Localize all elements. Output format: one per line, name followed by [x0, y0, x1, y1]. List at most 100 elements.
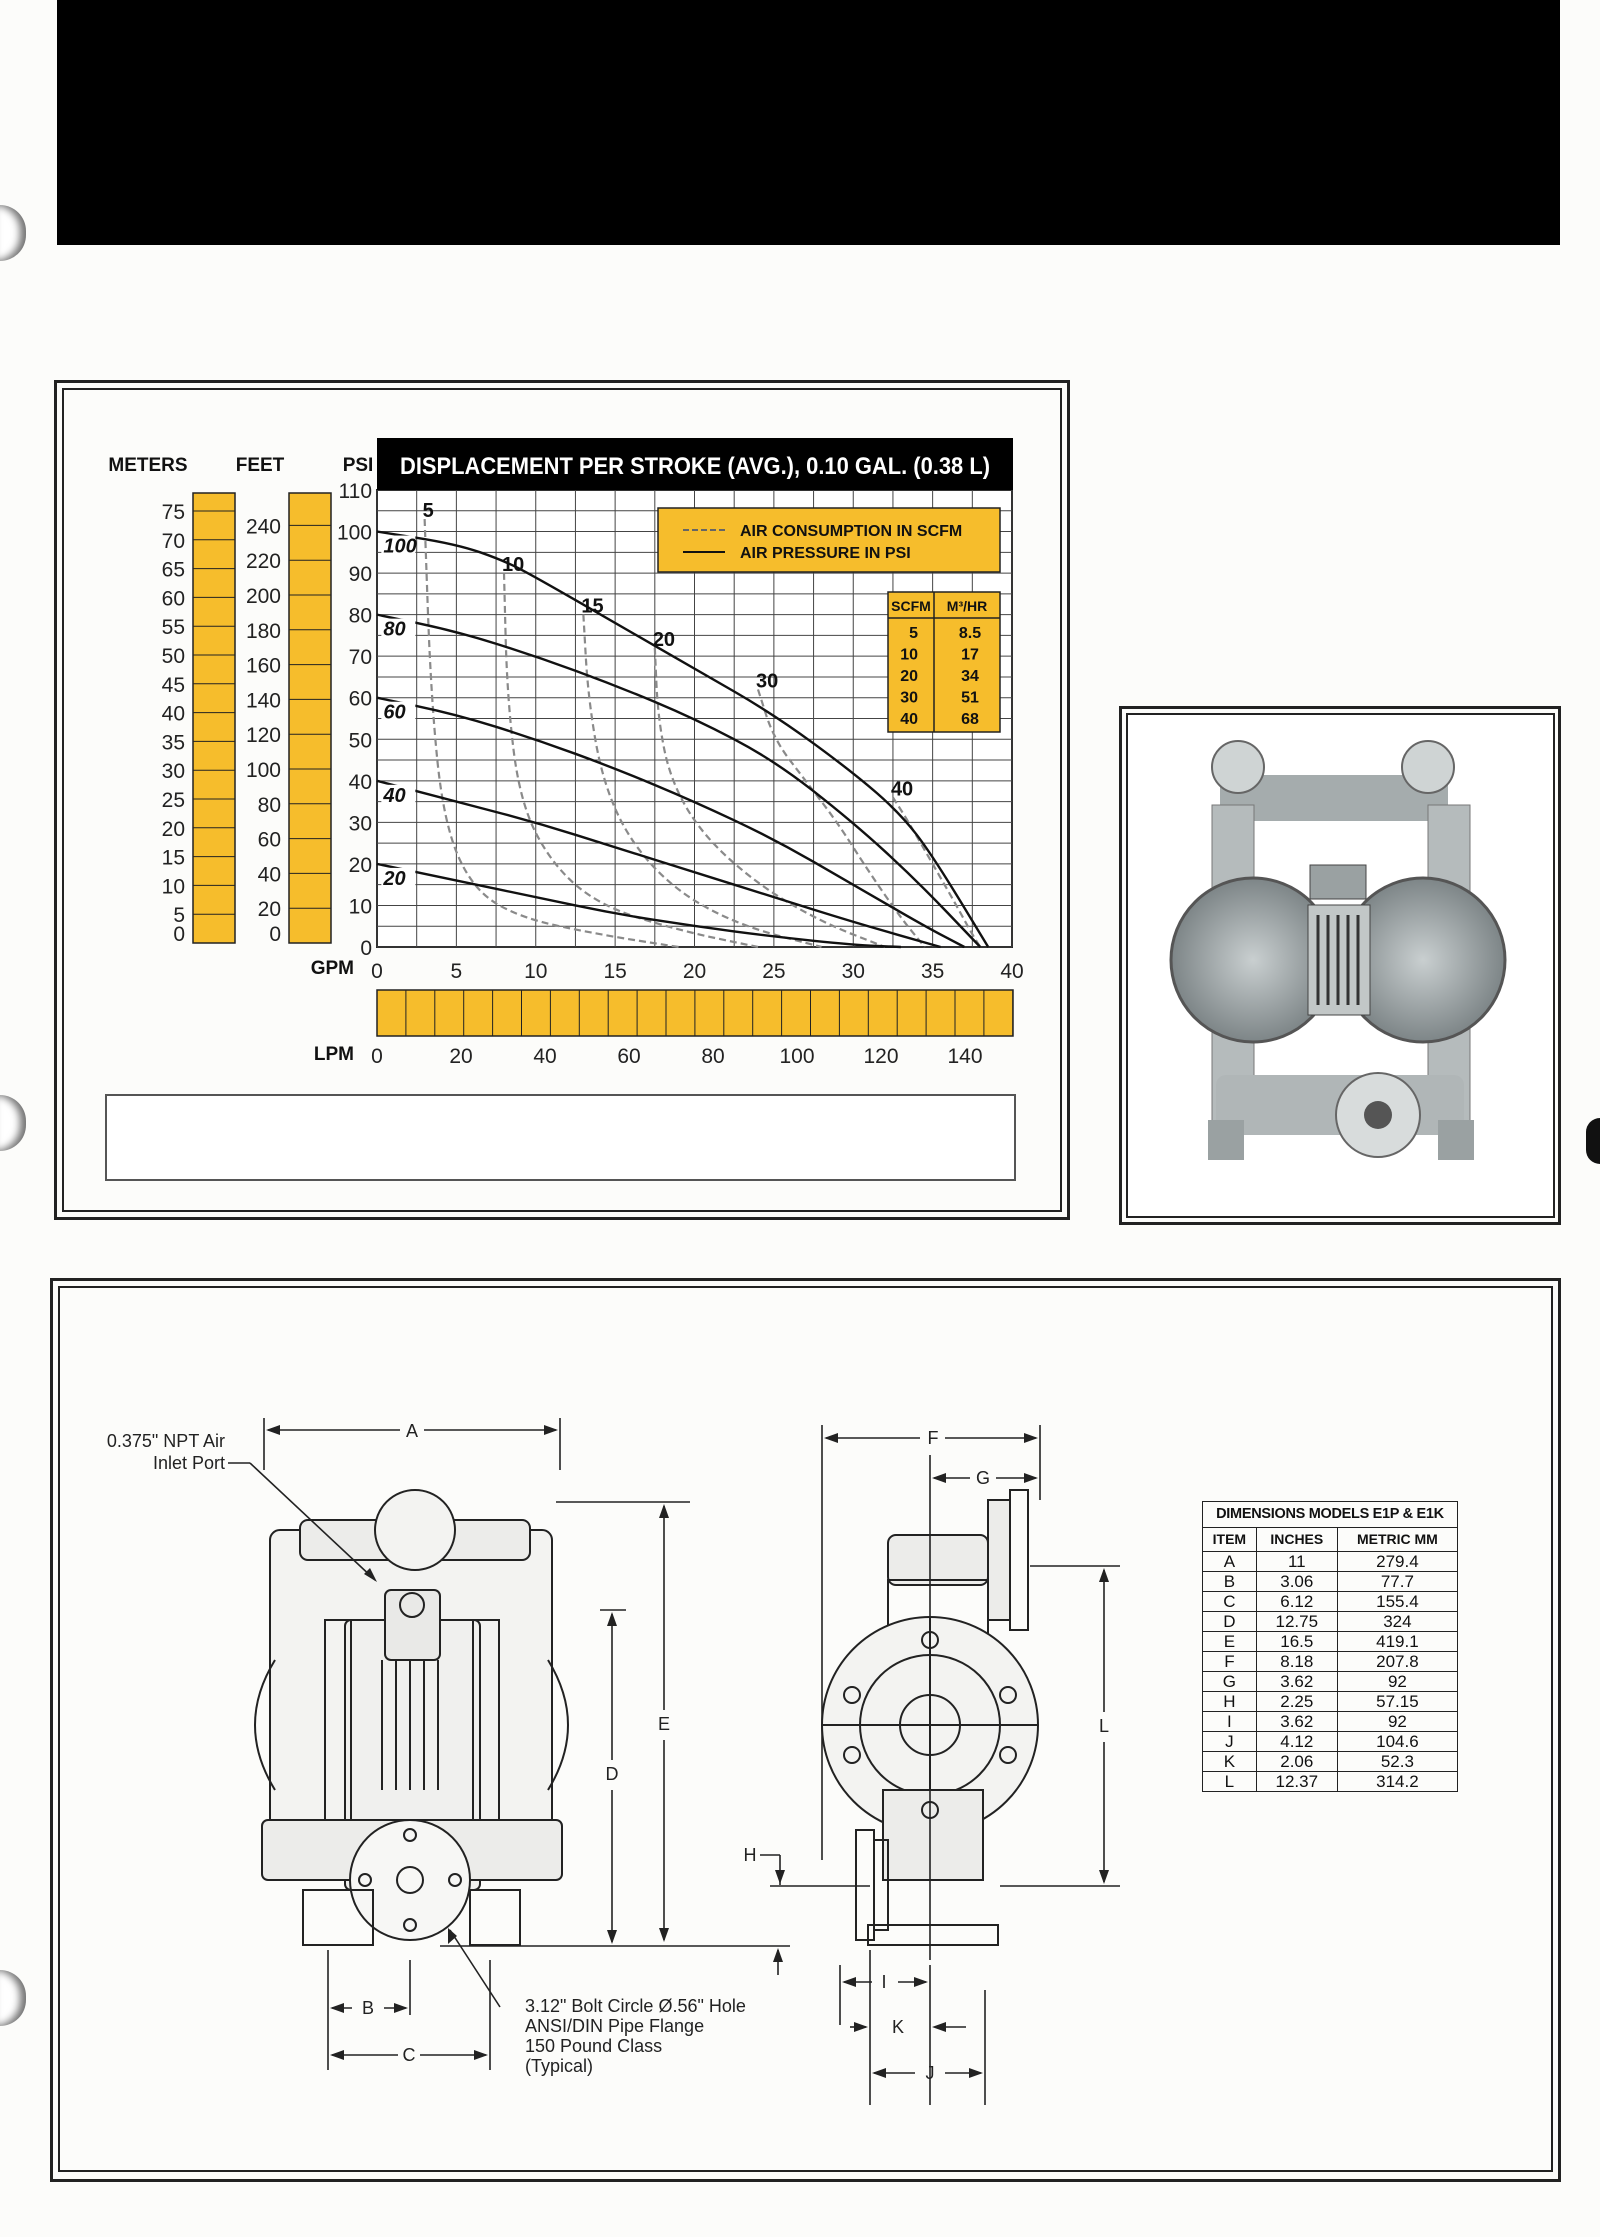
- dim-label-d: D: [606, 1764, 619, 1784]
- lpm-tick-label: 140: [947, 1045, 982, 1068]
- cell-metric: 155.4: [1336, 1591, 1459, 1612]
- flange-note-line1: 3.12" Bolt Circle Ø.56" Hole: [525, 1996, 746, 2016]
- pressure-curve-label: 20: [382, 868, 405, 890]
- meters-tick-label: 50: [162, 645, 185, 668]
- meters-tick-label: 0: [173, 923, 185, 946]
- dim-label-e: E: [658, 1714, 670, 1734]
- feet-tick-label: 40: [258, 863, 281, 886]
- meters-tick-label: 55: [162, 616, 185, 639]
- pressure-label-bg: [381, 867, 416, 890]
- dim-label-k: K: [892, 2017, 904, 2037]
- legend-solid-label: AIR PRESSURE IN PSI: [740, 545, 911, 562]
- cell-inches: 3.62: [1255, 1671, 1338, 1692]
- scfm-table-header: SCFM: [891, 598, 931, 614]
- cell-inches: 3.62: [1255, 1711, 1338, 1732]
- feet-tick-label: 220: [246, 550, 281, 573]
- meters-axis-label: METERS: [108, 455, 187, 476]
- dim-label-h: H: [744, 1845, 757, 1865]
- pressure-curve-label: 60: [383, 702, 405, 724]
- cell-metric: 77.7: [1336, 1571, 1459, 1592]
- dim-label-g: G: [976, 1468, 990, 1488]
- pressure-curve-label: 40: [382, 785, 405, 807]
- cell-metric: 92: [1336, 1671, 1459, 1692]
- pressure-label-bg: [381, 784, 416, 807]
- m3hr-table-cell: 68: [961, 711, 979, 728]
- psi-tick-label: 80: [349, 605, 372, 628]
- feet-tick-label: 0: [269, 923, 281, 946]
- psi-tick-label: 70: [349, 646, 372, 669]
- x-tick-label: 30: [842, 960, 865, 983]
- psi-tick-label: 0: [360, 937, 372, 960]
- air-consumption-curve: [582, 614, 822, 949]
- page-tab-marker: [1586, 1118, 1600, 1164]
- pressure-curve-label: 100: [383, 536, 416, 558]
- pump-photo-icon: [1169, 740, 1507, 1160]
- air-inlet-label-line1: 0.375" NPT Air: [107, 1431, 225, 1451]
- gpm-axis-label: GPM: [311, 958, 354, 979]
- chart-title-bar: [377, 438, 1013, 490]
- scfm-curve-label: 5: [423, 500, 434, 522]
- scfm-curve-label: 20: [653, 629, 675, 651]
- cell-inches: 16.5: [1255, 1631, 1338, 1652]
- pump-photo-frame: [1126, 713, 1555, 1218]
- scfm-curve-label: 15: [581, 596, 603, 618]
- meters-tick-label: 25: [162, 789, 185, 812]
- pressure-label-bg: [381, 618, 416, 641]
- cell-inches: 12.75: [1255, 1611, 1338, 1632]
- chart-panel-inner: [62, 388, 1062, 1212]
- x-tick-label: 35: [921, 960, 944, 983]
- cell-metric: 207.8: [1336, 1651, 1459, 1672]
- cell-item: K: [1202, 1751, 1257, 1772]
- lpm-tick-label: 120: [863, 1045, 898, 1068]
- psi-tick-label: 40: [349, 771, 372, 794]
- feet-tick-label: 200: [246, 585, 281, 608]
- scfm-table-cell: 40: [900, 711, 918, 728]
- flange-note-line4: (Typical): [525, 2056, 593, 2076]
- cell-item: D: [1202, 1611, 1257, 1632]
- cell-metric: 57.15: [1336, 1691, 1459, 1712]
- scfm-table-box: [887, 591, 1001, 733]
- cell-metric: 92: [1336, 1711, 1459, 1732]
- pressure-curve-label: 80: [383, 619, 405, 641]
- lpm-axis-label: LPM: [314, 1044, 354, 1065]
- air-pressure-curve: [376, 613, 982, 948]
- dim-label-l: L: [1099, 1716, 1109, 1736]
- cell-item: F: [1202, 1651, 1257, 1672]
- x-tick-label: 10: [524, 960, 547, 983]
- feet-tick-label: 180: [246, 620, 281, 643]
- cell-item: B: [1202, 1571, 1257, 1592]
- col-header-metric: METRIC MM: [1336, 1527, 1459, 1552]
- cell-metric: 419.1: [1336, 1631, 1459, 1652]
- lpm-tick-label: 40: [533, 1045, 556, 1068]
- cell-item: J: [1202, 1731, 1257, 1752]
- cell-metric: 324: [1336, 1611, 1459, 1632]
- cell-metric: 104.6: [1336, 1731, 1459, 1752]
- dimensions-table-title: DIMENSIONS MODELS E1P & E1K: [1202, 1501, 1458, 1528]
- psi-tick-label: 100: [337, 522, 372, 545]
- meters-tick-label: 40: [162, 703, 185, 726]
- dim-label-a: A: [406, 1421, 418, 1441]
- x-tick-label: 25: [762, 960, 785, 983]
- dim-label-i: I: [881, 1972, 886, 1992]
- air-consumption-curve: [653, 647, 886, 949]
- dimensions-table: DIMENSIONS MODELS E1P & E1K ITEM INCHES …: [1202, 1501, 1459, 1792]
- psi-tick-label: 50: [349, 729, 372, 752]
- lpm-tick-label: 60: [617, 1045, 640, 1068]
- front-view-pump: [254, 1489, 569, 1946]
- psi-tick-label: 10: [349, 895, 372, 918]
- photo-panel: [1119, 706, 1561, 1225]
- air-pressure-curve: [376, 530, 990, 948]
- cell-inches: 12.37: [1255, 1771, 1338, 1792]
- meters-tick-label: 70: [162, 530, 185, 553]
- cell-metric: 279.4: [1336, 1551, 1459, 1572]
- psi-axis-label: PSI: [343, 455, 374, 476]
